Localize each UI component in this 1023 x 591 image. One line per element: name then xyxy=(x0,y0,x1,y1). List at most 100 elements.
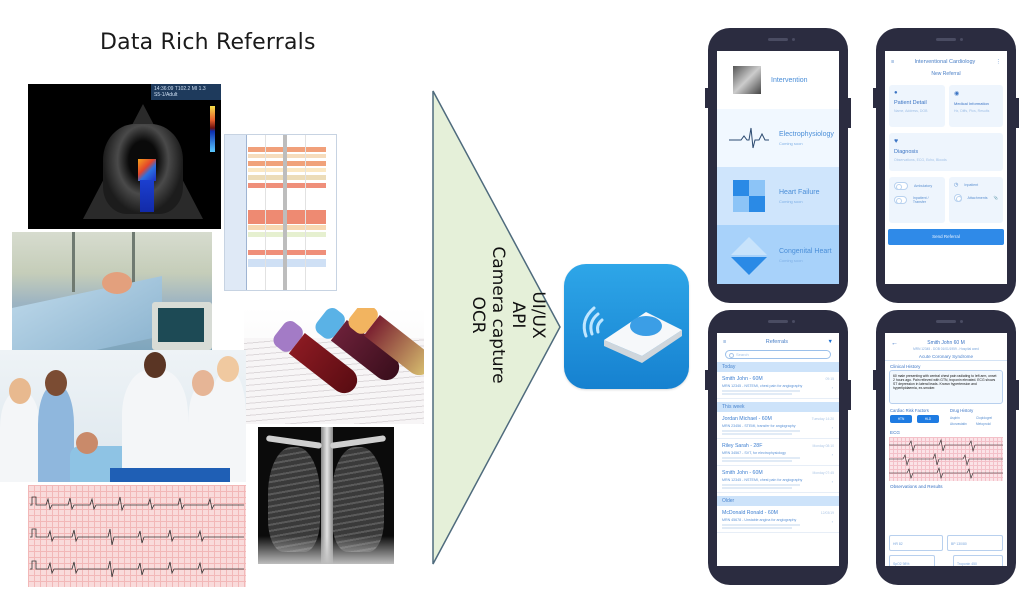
text-line xyxy=(722,393,792,395)
phone-side-button xyxy=(848,98,851,128)
doctor xyxy=(38,370,74,482)
flow-band xyxy=(248,168,326,172)
text-line xyxy=(722,527,792,529)
hospital-bed xyxy=(12,276,162,350)
more-options-icon[interactable]: ⋮ xyxy=(995,59,1002,65)
flow-gridline xyxy=(305,135,306,290)
doctor xyxy=(122,352,188,482)
heart-icon: ♥ xyxy=(894,138,899,145)
diagnosis-card[interactable]: ♥ Diagnosis Observations, ECG, Echo, Blo… xyxy=(889,133,1003,171)
lung-left xyxy=(268,447,320,552)
phone-speaker xyxy=(936,38,963,41)
filter-icon[interactable]: ▼ xyxy=(827,339,833,345)
medical-info-card[interactable]: ◉ Medical Information Hx, Diffs, Pics, R… xyxy=(949,85,1003,127)
blood-tubes-image xyxy=(244,308,424,424)
ecg-image[interactable] xyxy=(889,437,1003,481)
flow-band xyxy=(248,225,326,230)
transfer-toggle[interactable] xyxy=(894,196,907,204)
referral-name: Jordan Michael - 60M xyxy=(722,416,772,422)
ecg-traces xyxy=(889,438,1003,480)
ecg-trace xyxy=(889,466,1003,480)
clinical-history-text[interactable]: 60 male presenting with central chest pa… xyxy=(889,370,1003,404)
flow-band xyxy=(248,175,326,180)
observation-card[interactable]: SpO2 98% xyxy=(889,555,935,566)
category-name: Congenital Heart xyxy=(779,247,832,255)
text-line xyxy=(722,457,800,459)
block xyxy=(733,196,749,212)
iv-pole xyxy=(72,232,75,292)
phone-side-button xyxy=(1016,380,1019,410)
observation-card[interactable]: HR 82 xyxy=(889,535,943,551)
category-name: Intervention xyxy=(771,76,808,84)
ecg-trace xyxy=(889,452,1003,467)
funnel-arrow xyxy=(432,90,561,565)
referral-detail: MRN 23456 - STEMI, transfer for angiogra… xyxy=(722,424,796,428)
flow-gridline xyxy=(283,135,287,290)
doctors-with-patient-image xyxy=(0,350,246,482)
chevron-right-icon: › xyxy=(831,425,833,430)
referral-item[interactable]: McDonald Ronald - 60M MRN 45678 - Unstab… xyxy=(717,506,839,533)
clinical-history-label: Clinical History xyxy=(890,364,921,369)
referral-item[interactable]: Smith John - 60M MRN 12345 - NSTEMI, che… xyxy=(717,372,839,399)
attachments-toggle[interactable] xyxy=(954,194,962,202)
patient-name: Smith John 60 M xyxy=(927,340,965,346)
diamond-icon xyxy=(729,235,769,275)
observation-card[interactable]: Troponin 450 xyxy=(953,555,1003,566)
referral-name: Smith John - 60M xyxy=(722,470,763,476)
risk-factor-pill[interactable]: HLD xyxy=(917,415,939,423)
slide-title: Data Rich Referrals xyxy=(100,30,316,55)
funnel-line-camera: Camera capture xyxy=(488,246,508,384)
card-title: Diagnosis xyxy=(894,149,919,155)
diaphragm xyxy=(258,536,394,564)
text-line xyxy=(722,484,800,486)
card-subtitle: Hx, Diffs, Pics, Results xyxy=(954,109,990,113)
menu-icon[interactable]: ≡ xyxy=(723,339,727,345)
app-icon[interactable] xyxy=(564,264,689,389)
toggle-label: Ambulatory xyxy=(914,184,933,188)
referral-date: Tuesday 14:20 xyxy=(811,417,834,421)
section-header-this-week: This week xyxy=(717,402,839,412)
referral-detail: MRN 34567 - SVT, for electrophysiology xyxy=(722,451,786,455)
echo-header-line: 14:36:09 T102.2 MI 1.3 xyxy=(154,86,206,92)
ecg-trace xyxy=(30,496,244,512)
drug-item: Clopidogrel xyxy=(976,416,993,420)
category-intervention[interactable]: Intervention xyxy=(717,51,839,109)
flow-label-column xyxy=(225,135,247,290)
menu-icon[interactable]: ≡ xyxy=(891,59,895,65)
inpatient-card: ◷Inpatient Attachments📎 xyxy=(949,177,1003,223)
observation-card[interactable]: BP 130/80 xyxy=(947,535,1003,551)
monitor-screen xyxy=(158,308,204,342)
flow-gridline xyxy=(265,135,266,290)
chevron-right-icon: › xyxy=(831,479,833,484)
doctor-head xyxy=(192,370,214,396)
iv-pole xyxy=(132,232,135,292)
back-arrow-icon[interactable]: ← xyxy=(891,340,898,347)
blanket xyxy=(110,468,230,482)
send-referral-button[interactable]: Send Referral xyxy=(888,229,1004,245)
screen-header: Referrals xyxy=(765,339,789,345)
patient-detail-card[interactable]: ● Patient Detail Name, Address, DOB xyxy=(889,85,945,127)
section-header-older: Older xyxy=(717,496,839,506)
category-status: Coming soon xyxy=(779,140,803,146)
text-line xyxy=(722,430,800,432)
screen-header: Interventional Cardiology xyxy=(914,59,976,65)
ambulatory-toggle[interactable] xyxy=(894,182,908,190)
referral-item[interactable]: Smith John - 60M MRN 12345 - NSTEMI, che… xyxy=(717,466,839,493)
screen-subtitle: New Referral xyxy=(931,71,961,77)
referral-item[interactable]: Jordan Michael - 60M MRN 23456 - STEMI, … xyxy=(717,412,839,439)
search-input[interactable]: Search xyxy=(725,350,831,359)
clock-icon: ◷ xyxy=(954,182,959,188)
ecg-trace xyxy=(30,560,244,578)
observations-label: Observations and Results xyxy=(890,484,943,489)
flow-band xyxy=(248,161,326,166)
toggle-label: Attachments xyxy=(967,196,988,200)
wireless-device-icon xyxy=(582,306,682,363)
referral-item[interactable]: Riley Sarah - 28F MRN 34567 - SVT, for e… xyxy=(717,439,839,466)
block xyxy=(733,180,749,196)
risk-factor-pill[interactable]: HTN xyxy=(890,415,912,423)
